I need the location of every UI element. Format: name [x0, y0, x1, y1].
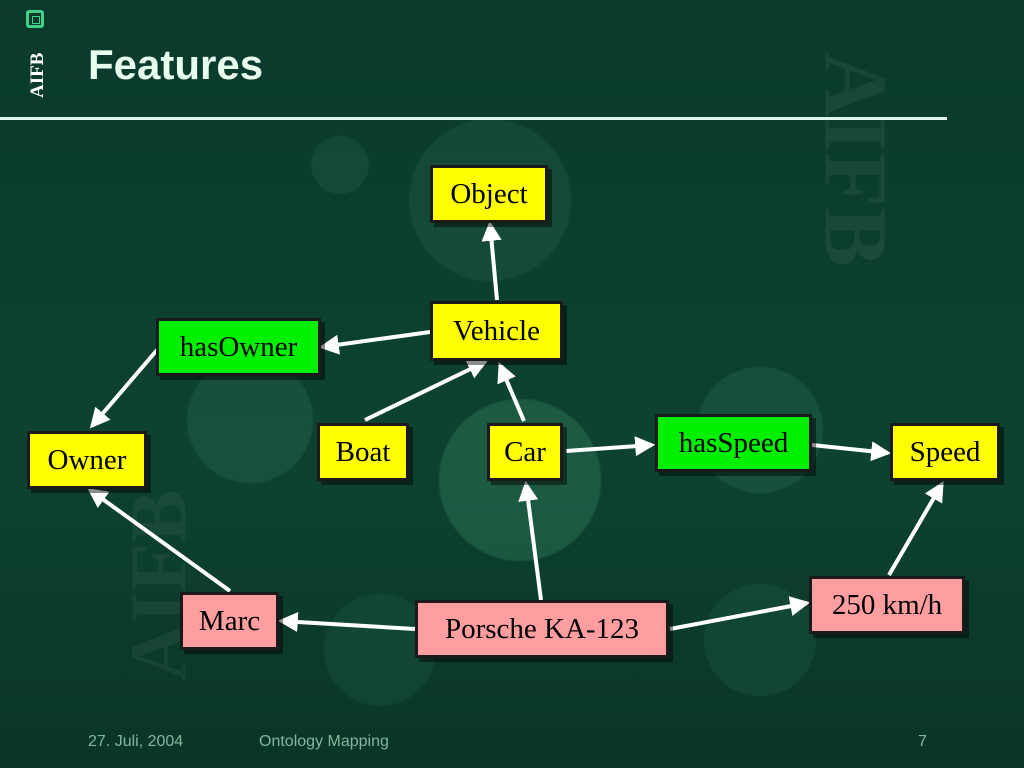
node-car: Car [487, 423, 563, 481]
node-has-owner: hasOwner [156, 318, 321, 376]
footer-page-number: 7 [918, 733, 927, 750]
node-porsche: Porsche KA-123 [415, 600, 669, 658]
node-vehicle: Vehicle [430, 301, 563, 361]
edge-hasowner-to-owner [89, 348, 159, 429]
node-owner: Owner [27, 431, 147, 489]
node-marc: Marc [180, 592, 279, 650]
slide-title: Features [88, 41, 264, 88]
edge-car-to-vehicle [497, 362, 526, 422]
edge-porsche-to-car [518, 480, 543, 601]
edge-250kmh-to-speed [887, 481, 944, 577]
edge-car-to-hasspeed [565, 436, 656, 457]
node-boat: Boat [317, 423, 409, 481]
edge-porsche-to-marc [277, 612, 416, 632]
node-has-speed: hasSpeed [655, 414, 812, 472]
edge-vehicle-to-hasowner [318, 330, 431, 355]
aifb-watermark: AIFB [805, 52, 905, 268]
edge-porsche-to-250kmh [669, 596, 811, 631]
footer-topic: Ontology Mapping [259, 733, 389, 750]
node-speed: Speed [890, 423, 1000, 481]
title-divider [0, 117, 947, 120]
aifb-logo-icon [26, 10, 44, 28]
edge-marc-to-owner [87, 488, 232, 593]
footer-date: 27. Juli, 2004 [88, 733, 184, 750]
node-object: Object [430, 165, 548, 223]
edge-boat-to-vehicle [364, 360, 488, 422]
node-250-kmh: 250 km/h [809, 576, 965, 634]
edge-hasspeed-to-speed [811, 441, 892, 462]
edge-vehicle-to-object [481, 220, 502, 301]
